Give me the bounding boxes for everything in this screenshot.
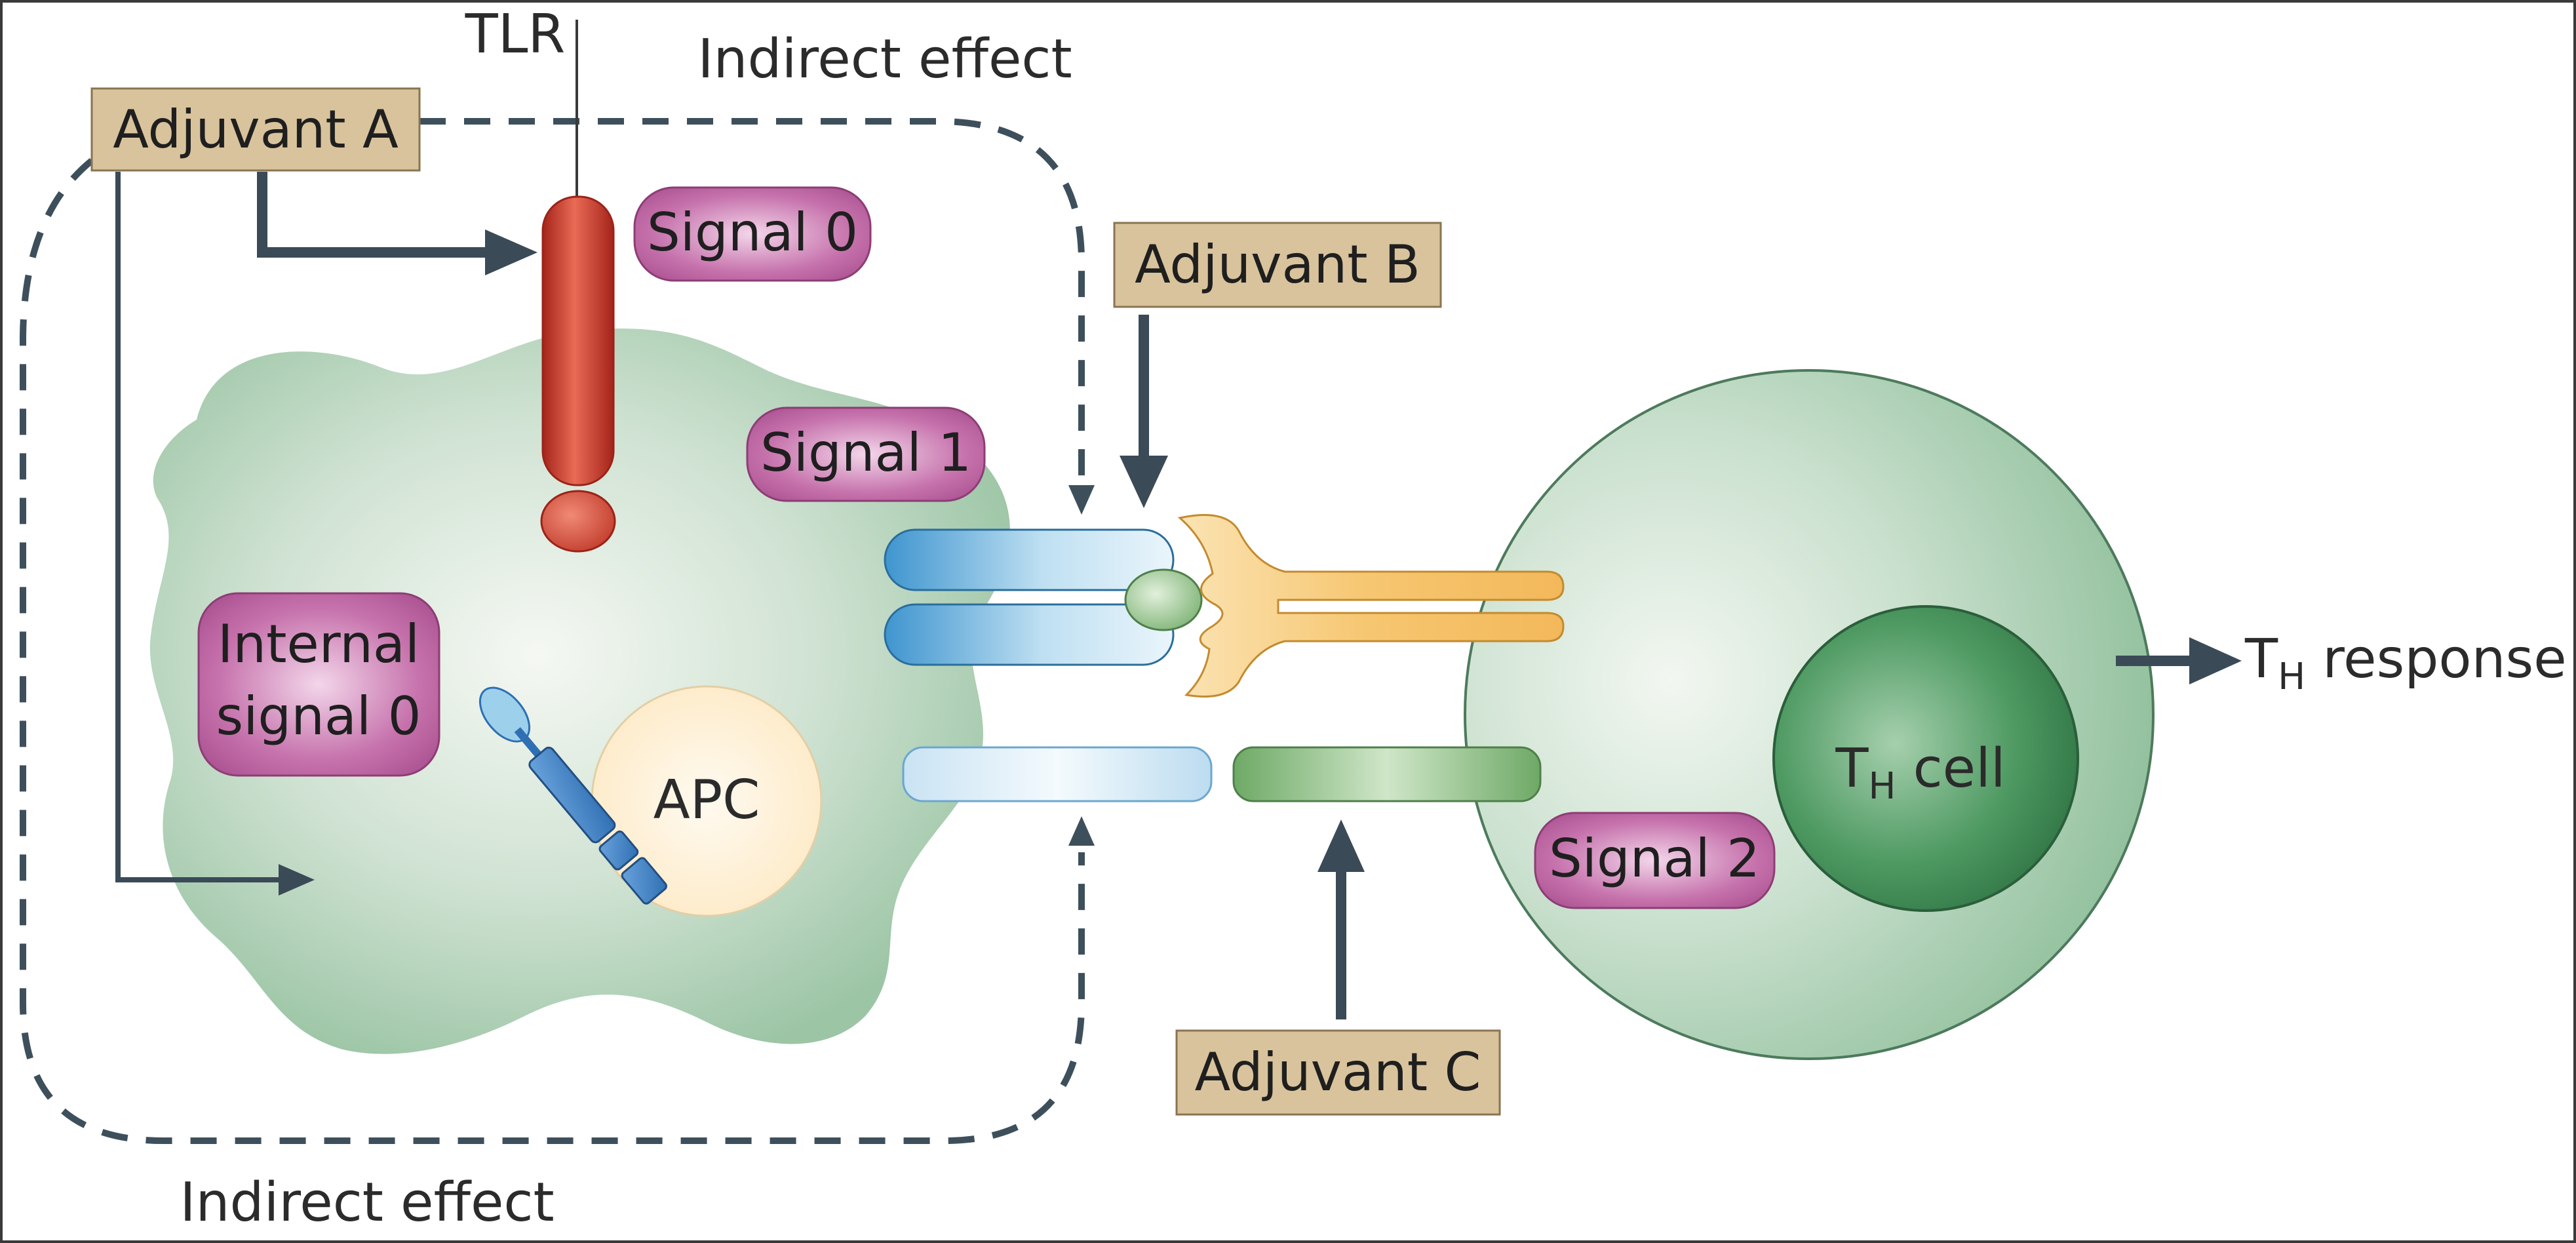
tlr-receptor [541,195,615,486]
adjuvant-a-label: Adjuvant A [113,99,399,160]
signal2-label: Signal 2 [1549,828,1760,889]
indirect-arrowhead-up [1068,816,1095,846]
internal-signal0-label-line2: signal 0 [216,686,421,747]
costim-th-receptor [1232,746,1542,802]
arrow-adjuvant-a-to-internal [115,172,288,882]
adjuvant-a-box [90,87,421,172]
signal1-label: Signal 1 [760,422,971,483]
signal0-box [633,186,872,282]
indirect-arrowhead-down [1068,485,1095,515]
th-response-label: TH response [2244,628,2567,698]
internal-signal0-label-line1: Internal [218,614,420,675]
arrow-adjuvant-a-to-tlr [257,172,498,258]
mhc-lower-chain [884,603,1175,666]
indirect-effect-dashed-loop-left [20,158,1085,1144]
internal-signal0-box [197,592,440,777]
signal2-box [1534,812,1776,909]
adjuvant-c-label: Adjuvant C [1195,1042,1481,1103]
peptide-antigen [1124,568,1203,631]
adjuvant-c-box [1175,1029,1501,1116]
adjuvant-b-box [1113,222,1442,308]
arrowhead-adjuvant-b-to-signal1 [1120,456,1168,508]
arrowhead-adjuvant-c-to-signal2 [1317,819,1365,872]
th-cell-nucleus [1772,605,2079,912]
mhc-upper-chain [884,528,1175,591]
arrowhead-th-response [2189,637,2242,684]
indirect-effect-label-top: Indirect effect [697,28,1072,90]
internal-receptor [478,686,667,905]
tlr-receptor-base [540,490,616,553]
th-cell-label: TH cell [1835,738,2005,808]
signal0-label: Signal 0 [647,202,858,263]
arrowhead-adjuvant-a-to-internal [279,864,315,896]
signal1-box [746,406,986,502]
tlr-label: TLR [465,3,566,66]
costim-apc-ligand [902,746,1213,802]
arrowhead-adjuvant-a-to-tlr [485,229,537,275]
indirect-effect-label-bottom: Indirect effect [180,1172,554,1234]
adjuvant-b-label: Adjuvant B [1135,234,1420,295]
apc-label: APC [654,769,760,831]
tcr-receptor [1177,514,1565,698]
indirect-effect-dashed-loop [420,118,1085,505]
